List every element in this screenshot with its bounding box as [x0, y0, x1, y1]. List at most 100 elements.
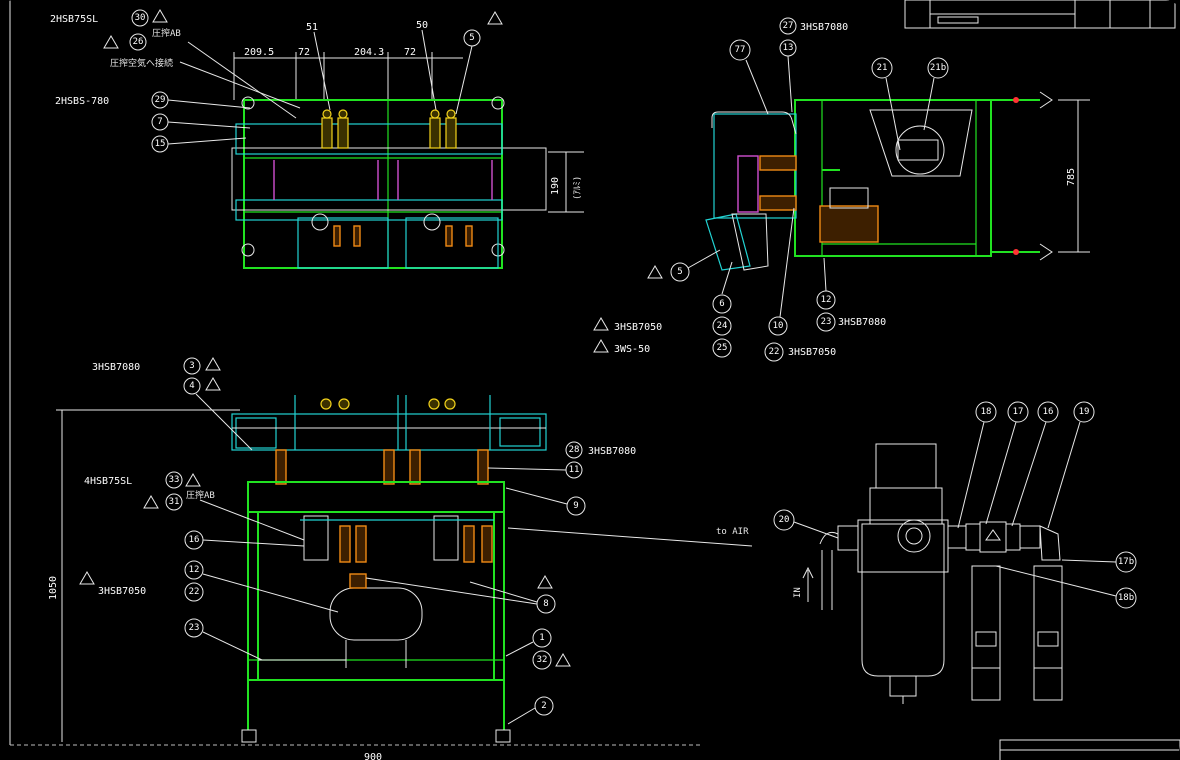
detail-callout-18-bubble [975, 401, 997, 423]
front-callout-3-id: 3 [189, 361, 194, 371]
top-view[interactable]: 209.5 72 204.3 72 51 50 [231, 20, 584, 269]
warning-icon [487, 11, 503, 25]
side-callout-6-bubble [712, 294, 732, 314]
front-callout-9-id: 9 [573, 501, 578, 511]
side-callouts: 27 3HSB7080 13 77 21 21b 5 6 12 10 23 3H… [593, 17, 949, 362]
top-dim-6: 50 [416, 20, 428, 31]
front-callout-23-id: 23 [189, 623, 200, 633]
side-callout-27-text: 3HSB7080 [800, 22, 848, 33]
warning-icon [537, 575, 553, 589]
warning-icon [593, 317, 609, 331]
side-callout-22-text: 3HSB7050 [788, 347, 836, 358]
top-callout-7-id: 7 [157, 117, 162, 127]
detail-view[interactable]: IN [793, 443, 1063, 704]
detail-callout-18-id: 18 [981, 407, 992, 417]
detail-callout-17b-id: 17b [1118, 557, 1134, 567]
warning-icon [555, 653, 571, 667]
detail-callout-20-bubble [773, 509, 795, 531]
front-callout-12-id: 12 [189, 565, 200, 575]
side-callout-21b-bubble [927, 57, 949, 79]
front-callout-33-id: 33 [169, 475, 180, 485]
front-callout-22-id: 22 [189, 587, 200, 597]
top-height-dim: 190 [550, 177, 561, 195]
side-callout-25-text: 3WS-50 [614, 344, 650, 355]
side-callout-6-id: 6 [719, 299, 724, 309]
front-callout-2-bubble [534, 696, 554, 716]
side-callout-12-id: 12 [821, 295, 832, 305]
side-view[interactable]: 785 [705, 91, 1090, 271]
side-callout-21b-id: 21b [930, 63, 946, 73]
title-block-bottom [999, 739, 1180, 760]
side-callout-22-bubble [764, 342, 784, 362]
front-callout-16-id: 16 [189, 535, 200, 545]
side-callout-10-bubble [768, 316, 788, 336]
side-callout-27-id: 27 [783, 21, 794, 31]
front-callout-31-id: 31 [169, 497, 180, 507]
side-callout-21-id: 21 [877, 63, 888, 73]
top-height-note: (ｱﾙﾐ) [573, 176, 583, 200]
warning-icon [103, 35, 119, 49]
detail-callout-20-id: 20 [779, 515, 790, 525]
detail-flow-label: IN [793, 587, 803, 598]
front-air-label: to AIR [716, 527, 749, 537]
side-callout-23-text: 3HSB7080 [838, 317, 886, 328]
front-height-dim: 1050 [48, 576, 59, 600]
front-callout-4-id: 4 [189, 381, 194, 391]
detail-callout-18b-id: 18b [1118, 593, 1134, 603]
front-callout-9-bubble [566, 496, 586, 516]
side-callout-24-bubble [712, 316, 732, 336]
top-callout-5-id: 5 [469, 33, 474, 43]
top-callout-26-bubble [129, 33, 147, 51]
front-callout-28-text: 3HSB7080 [588, 446, 636, 457]
top-callout-30-text: 2HSB75SL [50, 14, 98, 25]
front-callout-3-text: 3HSB7080 [92, 362, 140, 373]
warning-icon [593, 339, 609, 353]
front-callout-1-bubble [532, 628, 552, 648]
warning-icon [185, 473, 201, 487]
side-height-dim: 785 [1066, 168, 1077, 186]
top-callout-15-id: 15 [155, 139, 166, 149]
side-callout-5-bubble [670, 262, 690, 282]
warning-icon [647, 265, 663, 279]
side-callout-25-bubble [712, 338, 732, 358]
top-dim-5: 51 [306, 22, 318, 33]
detail-callouts: 20 18 17 16 19 17b 18b [773, 401, 1137, 609]
front-view[interactable]: 1050 900 [48, 395, 753, 760]
top-dim-4: 72 [404, 47, 416, 58]
side-callout-13-id: 13 [783, 43, 794, 53]
detail-callout-19-id: 19 [1079, 407, 1090, 417]
front-callout-31-text: 圧搾AB [186, 489, 215, 501]
front-callout-32-id: 32 [537, 655, 548, 665]
side-callout-77-bubble [729, 39, 751, 61]
front-callout-33-bubble [165, 471, 183, 489]
side-callout-5-id: 5 [677, 267, 682, 277]
top-callout-29-id: 29 [155, 95, 166, 105]
side-callout-23-id: 23 [821, 317, 832, 327]
top-callout-note: 圧搾空気へ接続 [110, 57, 173, 69]
top-callout-30-bubble [131, 9, 149, 27]
detail-callout-17-id: 17 [1013, 407, 1024, 417]
front-callout-28-bubble [565, 441, 583, 459]
top-callout-26-text: 圧搾AB [152, 27, 181, 39]
front-callouts: 3HSB7080 3 4 28 3HSB7080 11 9 4HSB75SL 3… [79, 357, 636, 725]
detail-callout-18b-bubble [1115, 587, 1137, 609]
side-callout-10-id: 10 [773, 321, 784, 331]
front-callout-32-bubble [532, 650, 552, 670]
warning-icon [143, 495, 159, 509]
top-callouts: 2HSB75SL 30 26 圧搾AB 圧搾空気へ接続 2HSBS-780 29… [50, 9, 503, 153]
front-callout-4-bubble [183, 377, 201, 395]
side-callout-25-id: 25 [717, 343, 728, 353]
detail-callout-16-bubble [1037, 401, 1059, 423]
title-block [904, 0, 1176, 29]
front-callout-31-bubble [165, 493, 183, 511]
front-callout-23-bubble [184, 618, 204, 638]
front-bottom-dim: 900 [364, 752, 382, 760]
front-callout-8-id: 8 [543, 599, 548, 609]
side-callout-24-id: 24 [717, 321, 728, 331]
front-callout-22-text: 3HSB7050 [98, 586, 146, 597]
top-dim-3: 204.3 [354, 47, 384, 58]
warning-icon [205, 377, 221, 391]
top-dim-1: 209.5 [244, 47, 274, 58]
